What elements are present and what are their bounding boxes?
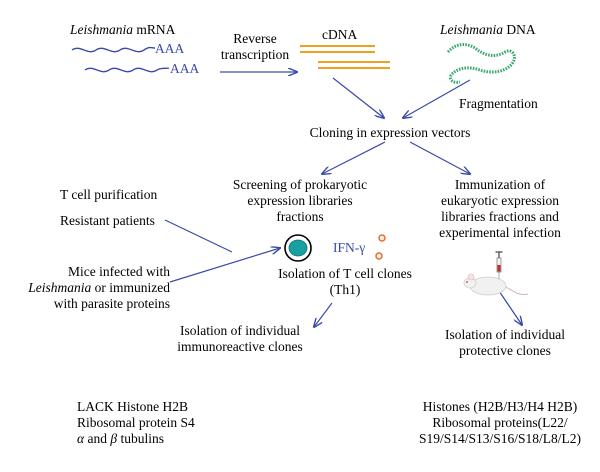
tcell-clones-label: Isolation of T cell clones (Th1): [275, 266, 415, 298]
mrna-organism: Leishmania: [70, 22, 134, 37]
mrna-text: mRNA: [133, 22, 176, 37]
results-left-line2: Ribosomal protein S4: [77, 415, 195, 430]
fragmentation-label: Fragmentation: [459, 96, 538, 111]
mice-organism: Leishmania: [28, 280, 92, 295]
arrow-cdna-to-cloning: [332, 77, 384, 118]
screening-line3: fractions: [276, 209, 324, 224]
results-right-line2: Ribosomal proteins(L22/: [432, 415, 568, 430]
immunoreactive-line2: immunoreactive clones: [177, 339, 303, 354]
arrow-dna-to-cloning: [403, 79, 471, 118]
converge-line-resistant: [164, 219, 233, 253]
protective-line1: Isolation of individual: [445, 327, 565, 342]
mice-line3: with parasite proteins: [53, 296, 170, 311]
cdna-label: cDNA: [322, 27, 358, 42]
polya-label-1: AAA: [155, 41, 185, 56]
ifn-dots-icon: [375, 234, 386, 260]
rt-line1: Reverse: [233, 31, 277, 46]
immunoreactive-clones-label: Isolation of individual immunoreactive c…: [165, 323, 315, 355]
polya-label-2: AAA: [170, 61, 200, 76]
protective-line2: protective clones: [459, 343, 551, 358]
mrna-strand-2: [84, 67, 170, 73]
t-cell-icon: [284, 234, 312, 262]
reverse-transcription-label: Reverse transcription: [205, 31, 305, 63]
arrow-tclones-to-immunoreactive: [314, 302, 333, 327]
immunization-line4: experimental infection: [439, 225, 561, 240]
immunoreactive-line1: Isolation of individual: [180, 323, 300, 338]
alpha-symbol: α: [77, 431, 85, 446]
mice-label: Mice infected with Leishmania or immuniz…: [20, 264, 170, 312]
beta-symbol: β: [110, 431, 118, 446]
results-right-list: Histones (H2B/H3/H4 H2B) Ribosomal prote…: [400, 399, 600, 447]
screening-line1: Screening of prokaryotic: [232, 177, 368, 192]
dna-label: Leishmania DNA: [440, 22, 536, 38]
immunization-line2: eukaryotic expression: [440, 193, 560, 208]
dna-organism: Leishmania: [440, 22, 504, 37]
rt-line2: transcription: [220, 47, 290, 62]
tcell-clones-line2: (Th1): [329, 282, 361, 297]
protective-clones-label: Isolation of individual protective clone…: [430, 327, 580, 359]
results-left-line1: LACK Histone H2B: [77, 399, 188, 414]
arrow-cloning-to-immunization: [409, 141, 470, 174]
results-left-line3: α and β tubulins: [77, 431, 195, 447]
mice-line2: Leishmania or immunized: [20, 280, 170, 296]
results-right-line1: Histones (H2B/H3/H4 H2B): [422, 399, 578, 414]
t-cell-purification-label: T cell purification: [60, 187, 158, 202]
dna-text: DNA: [503, 22, 536, 37]
arrow-mice-to-tcells: [169, 248, 280, 283]
results-right-line3: S19/S14/S13/S16/S18/L8/L2): [418, 431, 582, 446]
mouse-icon: [463, 273, 529, 296]
resistant-patients-label: Resistant patients: [60, 213, 155, 228]
cdna-lines-icon: [300, 45, 390, 69]
tcell-clones-line1: Isolation of T cell clones: [278, 266, 412, 281]
ifn-gamma-label: IFN-γ: [333, 240, 366, 255]
mice-line1: Mice infected with: [68, 264, 170, 279]
dna-coil-icon: [446, 43, 516, 84]
immunization-line3: libraries fractions and: [441, 209, 559, 224]
mice-line2-rest: or immunized: [91, 280, 170, 295]
immunization-label: Immunization of eukaryotic expression li…: [425, 177, 575, 241]
screening-label: Screening of prokaryotic expression libr…: [220, 177, 380, 225]
mrna-strand-1: [71, 46, 156, 53]
immunization-line1: Immunization of: [454, 177, 546, 192]
mrna-label: Leishmania mRNA: [70, 22, 175, 38]
results-left-list: LACK Histone H2B Ribosomal protein S4 α …: [77, 399, 195, 447]
results-left-line3-end: tubulins: [117, 431, 164, 446]
screening-line2: expression libraries: [247, 193, 353, 208]
syringe-icon: [495, 251, 503, 279]
arrow-cloning-to-screening: [322, 141, 386, 174]
results-left-line3-mid: and: [84, 431, 111, 446]
cloning-label: Cloning in expression vectors: [309, 125, 471, 140]
